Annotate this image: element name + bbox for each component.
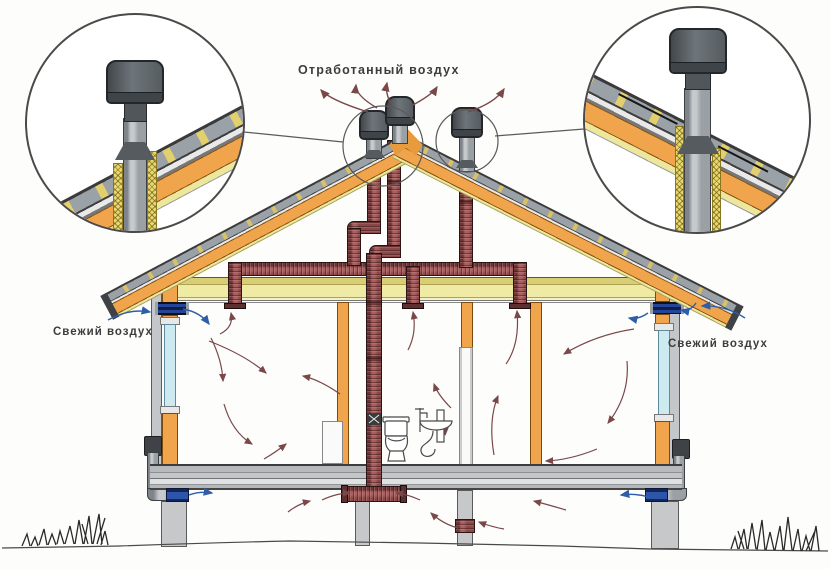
foundation-pier <box>651 501 679 549</box>
left-inlet-valve <box>155 302 189 315</box>
ceiling-grille-duct-mid <box>406 266 420 307</box>
riser-left-drop <box>347 228 361 266</box>
vent-pipe-flare <box>677 136 719 154</box>
ceiling-grille-mid <box>402 303 424 309</box>
sink-icon <box>415 408 453 457</box>
ceiling-grille-right <box>509 303 531 309</box>
cabinet <box>322 421 343 464</box>
label-exhaust-air: Отработанный воздух <box>298 63 460 77</box>
callout-roof-vent-left <box>25 13 245 233</box>
pipe-insulation <box>147 151 157 231</box>
pipe-insulation <box>113 163 123 231</box>
label-fresh-air-right: Свежий воздух <box>668 338 768 350</box>
floor-band <box>150 464 682 490</box>
riser-ridge-jog <box>369 245 401 258</box>
left-window <box>164 324 176 408</box>
pipe-insulation <box>675 126 684 232</box>
right-underfloor-inlet <box>645 488 668 502</box>
main-exhaust-riser <box>366 253 382 490</box>
ridge-cap-pipe <box>392 124 408 144</box>
underfloor-air-arrows <box>287 489 567 530</box>
toilet-icon <box>382 416 410 462</box>
left-underfloor-inlet <box>166 488 189 502</box>
foundation-pier <box>161 501 187 547</box>
vent-pipe <box>684 88 711 232</box>
ground-line <box>1 540 829 552</box>
partition-duct-chase-top <box>461 302 473 348</box>
partition-duct-chase <box>459 347 473 465</box>
vent-cap-icon <box>669 28 727 74</box>
foundation-pier <box>457 490 473 546</box>
left-wall-stud <box>162 413 178 465</box>
right-wall-stud <box>655 421 670 465</box>
vent-cap-neck <box>685 72 711 90</box>
label-fresh-air-left: Свежий воздух <box>53 326 153 338</box>
grass-left <box>21 513 109 547</box>
ceiling-grille-duct-right <box>513 262 527 307</box>
partition-right-room <box>530 302 542 465</box>
vent-pipe-flare <box>115 142 155 160</box>
underfloor-tee <box>344 486 404 502</box>
roof-vent-cap-right <box>451 107 483 138</box>
room-air-arrows <box>208 309 635 465</box>
vent-cap-icon <box>106 60 164 104</box>
ceiling-grille-left <box>224 303 246 309</box>
underfloor-duct-sleeve <box>455 519 475 533</box>
grass-right <box>730 516 820 552</box>
riser-left-jog <box>347 221 381 234</box>
vent-pipe <box>123 118 147 231</box>
roof-vent-cap-ridge <box>385 96 415 126</box>
ceiling-grille-duct-left <box>228 262 242 307</box>
callout-roof-vent-right <box>583 6 811 234</box>
pipe-insulation <box>712 148 721 232</box>
